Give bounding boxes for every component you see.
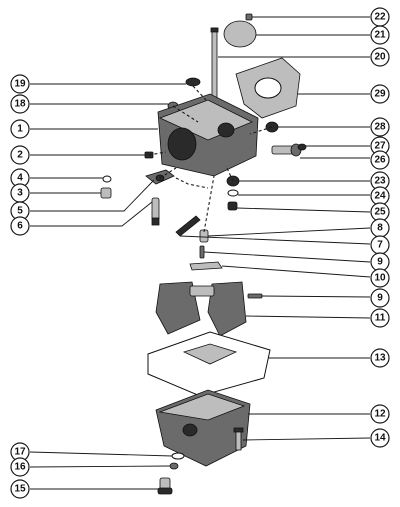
part-needle-7 [175, 215, 201, 237]
callout-11: 11 [370, 308, 390, 328]
svg-text:11: 11 [375, 313, 386, 324]
callout-8: 8 [370, 218, 390, 238]
svg-text:7: 7 [377, 240, 383, 251]
part-body-1 [157, 93, 259, 177]
part-screw-14 [233, 427, 244, 451]
svg-text:9: 9 [377, 293, 383, 304]
svg-text:14: 14 [374, 433, 386, 444]
part-gasket-29 [235, 57, 301, 119]
svg-text:18: 18 [14, 99, 26, 110]
callout-29: 29 [370, 84, 390, 104]
svg-text:17: 17 [14, 447, 26, 458]
callout-18: 18 [10, 94, 30, 114]
part-sleeve-3 [100, 187, 112, 199]
part-ring-17 [171, 452, 185, 460]
callout-22: 22 [370, 7, 390, 27]
part-bowl-12 [155, 389, 251, 467]
callout-13: 13 [370, 348, 390, 368]
part-valve-6 [151, 197, 160, 226]
callout-9-lower: 9 [370, 288, 390, 308]
part-gasket-13 [147, 331, 271, 397]
svg-text:27: 27 [374, 141, 386, 152]
assembly-dashed-lines [148, 85, 273, 233]
svg-text:25: 25 [374, 207, 386, 218]
svg-text:20: 20 [374, 52, 386, 63]
svg-text:5: 5 [17, 206, 23, 217]
svg-text:4: 4 [17, 173, 23, 184]
svg-text:9: 9 [377, 257, 383, 268]
part-cover-21 [223, 20, 257, 48]
part-spring-9b [247, 293, 263, 299]
svg-text:8: 8 [377, 223, 383, 234]
svg-text:6: 6 [17, 221, 23, 232]
part-cap-19 [185, 77, 201, 87]
svg-text:21: 21 [374, 30, 386, 41]
callout-6: 6 [10, 216, 30, 236]
part-washer-27 [297, 143, 307, 151]
callout-10: 10 [370, 268, 390, 288]
callout-23: 23 [370, 171, 390, 191]
svg-text:26: 26 [374, 155, 386, 166]
svg-text:24: 24 [374, 191, 386, 202]
callout-2: 2 [10, 145, 30, 165]
part-float-11 [155, 281, 247, 337]
part-screw-22 [245, 13, 253, 21]
svg-text:16: 16 [14, 462, 26, 473]
svg-text:15: 15 [14, 484, 26, 495]
callout-9-upper: 9 [370, 252, 390, 272]
callout-24: 24 [370, 186, 390, 206]
callout-20: 20 [370, 47, 390, 67]
callout-25: 25 [370, 202, 390, 222]
callout-12: 12 [370, 404, 390, 424]
callout-1: 1 [10, 119, 30, 139]
parts-layer [100, 13, 307, 495]
part-plug-15 [157, 477, 173, 495]
callout-14: 14 [370, 428, 390, 448]
callout-26: 26 [370, 150, 390, 170]
svg-text:29: 29 [374, 89, 386, 100]
callout-7: 7 [370, 235, 390, 255]
svg-text:19: 19 [14, 79, 26, 90]
part-25 [227, 201, 238, 211]
part-spring-9a [199, 245, 205, 259]
callout-21: 21 [370, 25, 390, 45]
svg-text:12: 12 [374, 409, 386, 420]
callout-19: 19 [10, 74, 30, 94]
part-fitting-26 [271, 143, 302, 157]
svg-text:22: 22 [374, 12, 386, 23]
svg-text:23: 23 [374, 176, 386, 187]
callout-15: 15 [10, 479, 30, 499]
svg-text:3: 3 [17, 188, 23, 199]
part-pin-10 [189, 261, 223, 271]
svg-text:28: 28 [374, 122, 386, 133]
callout-3: 3 [10, 183, 30, 203]
svg-text:13: 13 [374, 353, 386, 364]
callouts-layer: 22 21 20 29 19 18 1 28 27 2 26 4 23 3 24… [10, 7, 390, 499]
svg-text:2: 2 [17, 150, 23, 161]
svg-text:1: 1 [17, 124, 23, 135]
svg-text:10: 10 [374, 273, 386, 284]
part-24 [227, 189, 239, 197]
leader-lines [29, 16, 371, 490]
part-washer-16 [169, 462, 179, 470]
callout-28: 28 [370, 117, 390, 137]
part-nut-4 [102, 175, 112, 183]
callout-16: 16 [10, 457, 30, 477]
